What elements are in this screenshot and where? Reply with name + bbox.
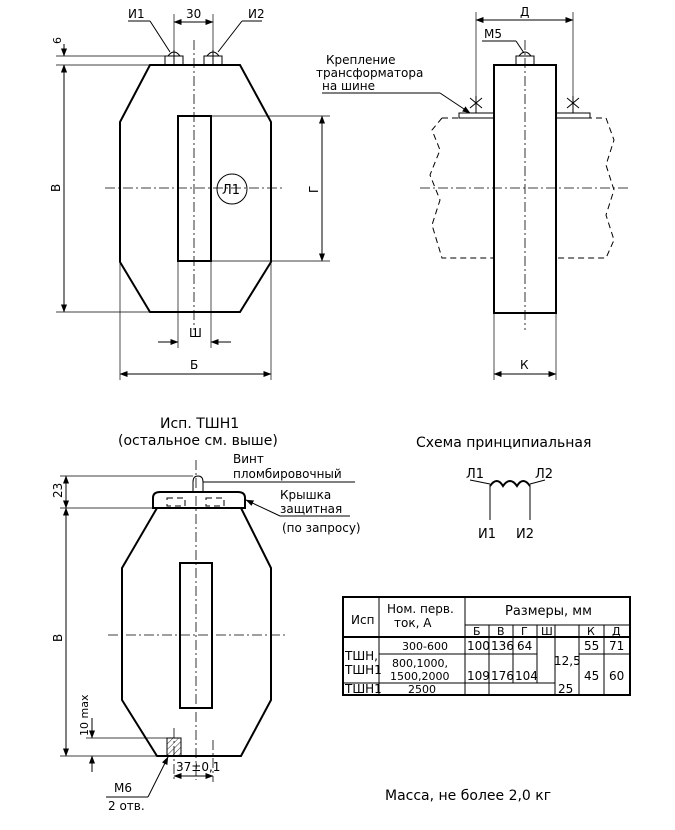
dim-b: Б	[190, 358, 198, 372]
table-col-v: В	[497, 625, 505, 638]
mount-note-line2: трансформатора	[316, 66, 423, 80]
cover-terminals-hidden	[166, 497, 225, 507]
front-body-outline	[119, 64, 272, 313]
table-g1: 64	[517, 639, 532, 653]
table-sh3: 25	[558, 682, 573, 696]
cover-label-line1: Крышка	[280, 488, 331, 502]
table-col-d: Д	[612, 625, 621, 638]
table-col-g: Г	[521, 625, 528, 638]
table-isp-last: ТШН1	[344, 682, 382, 696]
table-d23: 60	[609, 669, 624, 683]
schematic-i2: И2	[516, 527, 534, 542]
front-window	[177, 115, 212, 262]
schematic-l2: Л2	[535, 467, 553, 482]
dim-37: 37±0,1	[176, 760, 220, 774]
variant-view: Исп. ТШН1 (остальное см. выше) Винт плом…	[51, 416, 361, 813]
table-sh12: 12,5	[554, 654, 581, 668]
table-b2: 109	[467, 669, 490, 683]
dim-10max: 10 max	[78, 694, 91, 736]
mass-note: Масса, не более 2,0 кг	[385, 788, 551, 804]
protective-cover	[152, 491, 246, 509]
seal-screw	[192, 475, 204, 492]
holes-label: 2 отв.	[108, 799, 145, 813]
schematic-title: Схема принципиальная	[416, 435, 591, 451]
label-l1: Л1	[222, 183, 240, 198]
schematic-l1: Л1	[466, 467, 484, 482]
schematic-i1: И1	[478, 527, 496, 542]
dim-d: Д	[520, 5, 529, 19]
dim-30: 30	[186, 7, 201, 21]
table-g2: 104	[515, 669, 538, 683]
mount-note-line3: на шине	[322, 79, 375, 93]
dim-6: 6	[51, 37, 64, 44]
table-r1-current: 300-600	[402, 640, 448, 653]
table-hdr-isp: Исп	[351, 613, 374, 627]
table-hdr-current-1: Ном. перв.	[387, 602, 454, 616]
table-hdr-dims: Размеры, мм	[505, 604, 592, 619]
dimensions-table: Исп Ном. перв. ток, А Размеры, мм Б В Г …	[342, 596, 631, 696]
table-hdr-current-2: ток, А	[394, 616, 432, 630]
table-d1: 71	[609, 639, 624, 653]
mount-note-line1: Крепление	[326, 53, 395, 67]
side-view: Д М5 Крепление трансформатора на шине К	[316, 5, 630, 380]
screw-label-line2: пломбировочный	[233, 467, 342, 481]
dim-23: 23	[51, 483, 65, 498]
variant-subtitle: (остальное см. выше)	[118, 433, 278, 449]
clamp-left	[469, 96, 483, 113]
dim-k: К	[520, 358, 529, 372]
variant-dim-v: В	[51, 634, 65, 642]
table-col-sh: Ш	[541, 625, 553, 638]
table-r2-current-1: 800,1000,	[392, 657, 448, 670]
table-r3-current: 2500	[408, 683, 436, 696]
winding-coil	[489, 480, 531, 488]
dim-g: Г	[307, 186, 321, 193]
table-v1: 136	[491, 639, 514, 653]
table-col-k: К	[587, 625, 595, 638]
variant-body-outline	[121, 507, 272, 757]
variant-title: Исп. ТШН1	[160, 416, 239, 432]
table-k1: 55	[584, 639, 599, 653]
screw-label-line1: Винт	[233, 452, 264, 466]
label-i2: И2	[248, 7, 265, 21]
table-isp-group-2: ТШН1	[344, 663, 382, 677]
front-view: И1 И2 30 6 В Г Ш Б	[49, 7, 330, 380]
table-isp-group-1: ТШН,	[344, 649, 378, 663]
table-b1: 100	[467, 639, 490, 653]
table-v2: 176	[491, 669, 514, 683]
dim-m5: М5	[484, 27, 502, 41]
cover-note: (по запросу)	[282, 521, 361, 535]
terminal-i1-nut	[164, 50, 184, 66]
clamp-right	[566, 96, 580, 113]
terminal-i2-nut	[203, 50, 223, 66]
side-top-nut	[515, 51, 535, 66]
schematic: Схема принципиальная Л1 Л2 И1 И2	[416, 435, 591, 542]
table-r2-current-2: 1500,2000	[390, 670, 450, 683]
table-col-b: Б	[473, 625, 481, 638]
label-i1: И1	[128, 7, 145, 21]
dim-sh: Ш	[189, 326, 202, 340]
thread-label: М6	[114, 781, 132, 795]
table-k23: 45	[584, 669, 599, 683]
cover-label-line2: защитная	[280, 502, 342, 516]
winding-l1-marker	[216, 173, 248, 205]
dim-v: В	[49, 184, 63, 192]
